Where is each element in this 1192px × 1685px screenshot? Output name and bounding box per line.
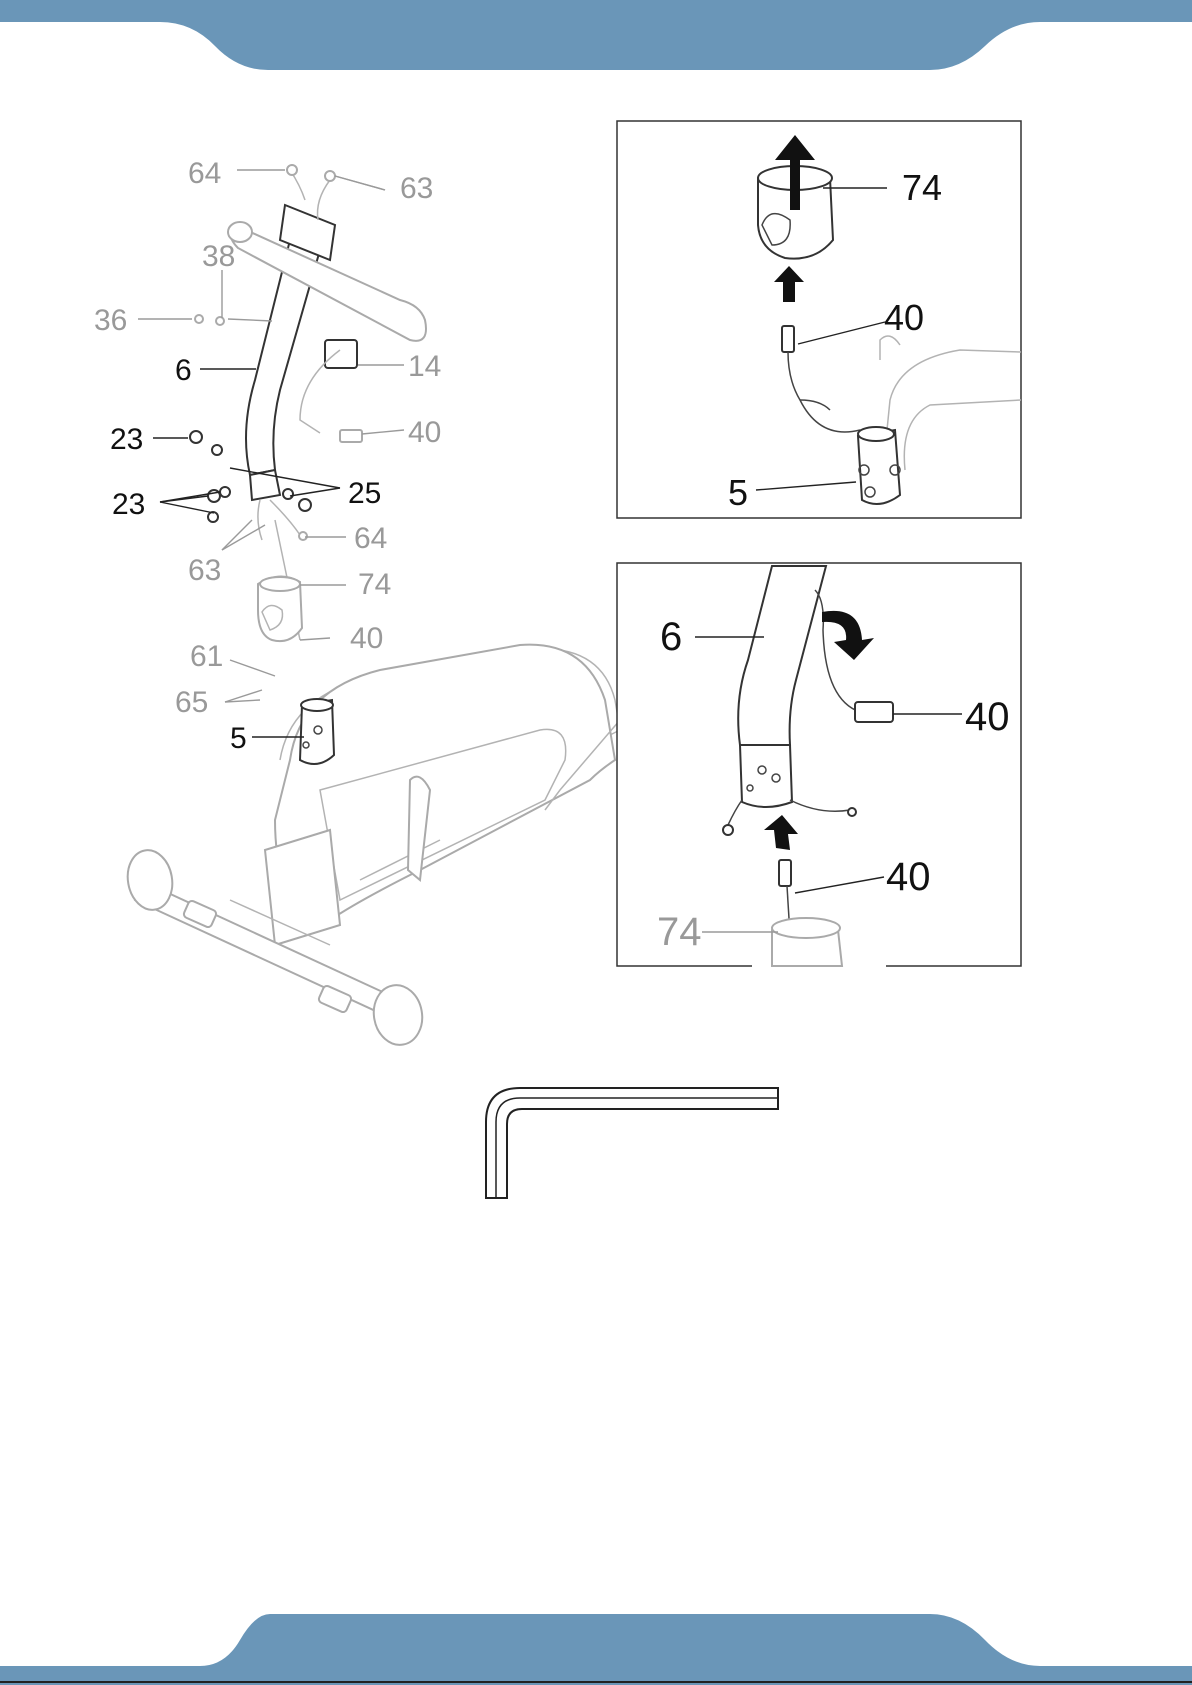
inset-bottom-label-40-upper: 40 bbox=[965, 695, 1010, 739]
post-cover bbox=[258, 576, 302, 641]
label-part-64-lower: 64 bbox=[354, 522, 387, 555]
lower-post bbox=[300, 699, 334, 764]
allen-key-icon bbox=[486, 1088, 778, 1198]
inset-top-label-5: 5 bbox=[728, 472, 748, 513]
label-part-63-lower: 63 bbox=[188, 554, 221, 587]
inset-bottom-label-74: 74 bbox=[657, 910, 702, 954]
label-part-23-lower: 23 bbox=[112, 488, 145, 521]
inset-bottom: 6 40 40 74 bbox=[617, 563, 1021, 970]
label-part-5: 5 bbox=[230, 722, 247, 755]
label-part-40-upper: 40 bbox=[408, 416, 441, 449]
label-part-6: 6 bbox=[175, 354, 192, 387]
label-part-38: 38 bbox=[202, 240, 235, 273]
label-part-74: 74 bbox=[358, 568, 391, 601]
label-part-14: 14 bbox=[408, 350, 441, 383]
inset-top-label-40: 40 bbox=[884, 297, 924, 338]
label-part-36: 36 bbox=[94, 304, 127, 337]
label-part-65: 65 bbox=[175, 686, 208, 719]
inset-bottom-label-40-lower: 40 bbox=[886, 855, 931, 899]
inset-top: 74 40 5 bbox=[617, 121, 1021, 518]
label-part-63-top: 63 bbox=[400, 172, 433, 205]
label-part-25: 25 bbox=[348, 477, 381, 510]
inset-top-label-74: 74 bbox=[902, 167, 942, 208]
inset-bottom-label-6: 6 bbox=[660, 615, 682, 659]
label-part-23-upper: 23 bbox=[110, 423, 143, 456]
label-part-64-top: 64 bbox=[188, 157, 221, 190]
exploded-view: 64 63 38 36 6 14 23 40 23 25 64 63 74 40… bbox=[94, 157, 620, 1049]
label-part-40-lower: 40 bbox=[350, 622, 383, 655]
label-part-61: 61 bbox=[190, 640, 223, 673]
